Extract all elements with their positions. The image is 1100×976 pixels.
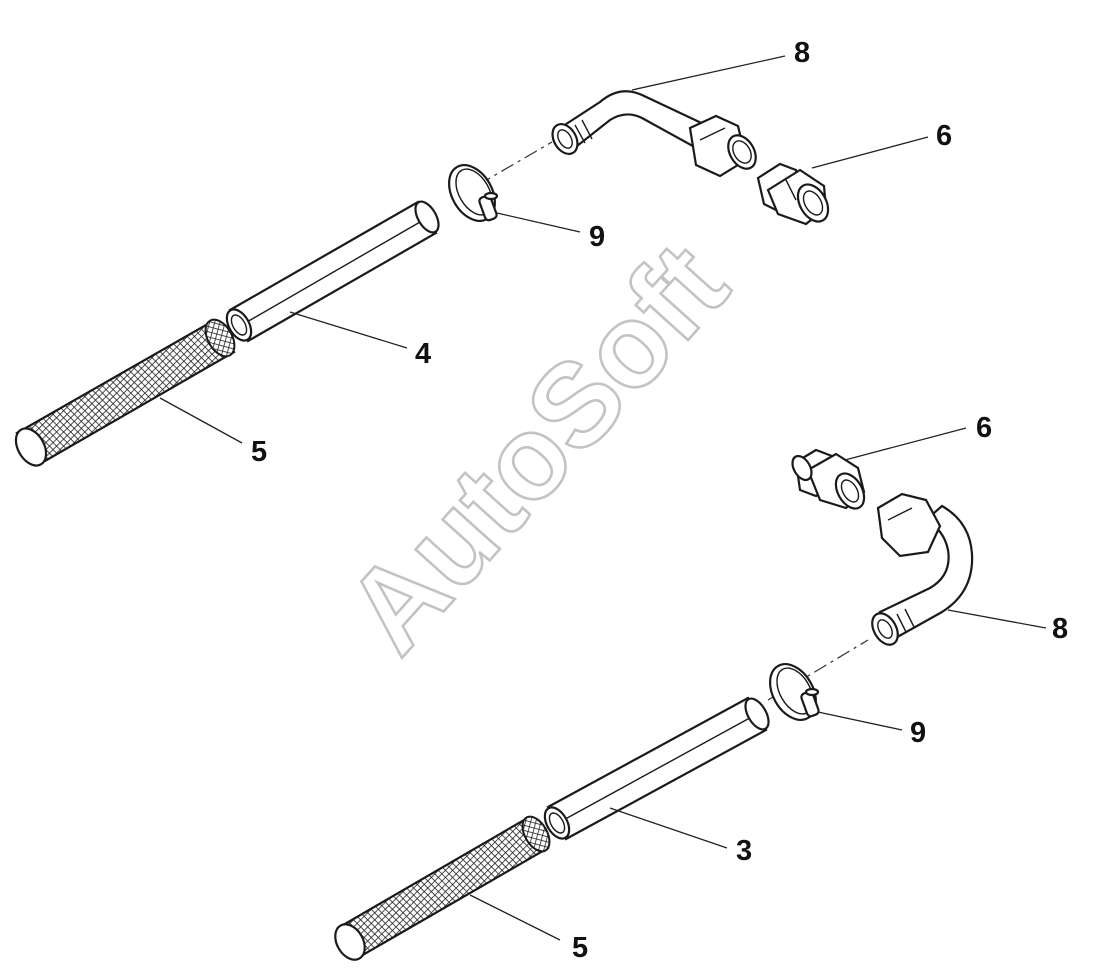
lower-leader-9 [817,711,903,731]
upper-sleeve-5 [14,318,236,467]
lower-callout-9: 9 [910,717,926,749]
upper-leader-8 [631,55,786,91]
lower-clamp-9 [768,663,820,721]
upper-callout-4: 4 [415,338,431,370]
lower-adapter-6 [791,448,866,510]
upper-adapter-6 [756,162,830,226]
upper-callout-8: 8 [794,37,810,69]
lower-leader-5 [469,894,561,941]
lower-assembly: 6 8 9 3 5 [334,412,1068,964]
lower-callout-6: 6 [976,412,992,444]
lower-tube-3 [543,696,770,841]
upper-axis-line [477,141,553,186]
lower-callout-5: 5 [572,932,588,964]
lower-callout-3: 3 [736,835,752,867]
lower-callout-8: 8 [1052,613,1068,645]
upper-hose-fitting-8 [551,90,757,178]
upper-assembly: 8 6 9 4 5 [14,37,952,468]
upper-leader-5 [159,397,243,444]
upper-tube-4 [225,200,440,343]
watermark: AutoSoft [320,218,754,679]
upper-clamp-9 [447,164,499,222]
lower-sleeve-5 [334,815,551,961]
upper-leader-9 [496,212,581,233]
upper-callout-9: 9 [589,221,605,253]
lower-hose-fitting-8 [871,492,974,646]
lower-leader-6 [844,427,967,461]
upper-callout-6: 6 [936,120,952,152]
upper-leader-6 [811,136,929,169]
upper-leader-4 [289,311,408,349]
lower-leader-8 [947,609,1047,629]
lower-leader-3 [609,807,728,849]
watermark-text: AutoSoft [321,219,752,677]
upper-callout-5: 5 [251,436,267,468]
